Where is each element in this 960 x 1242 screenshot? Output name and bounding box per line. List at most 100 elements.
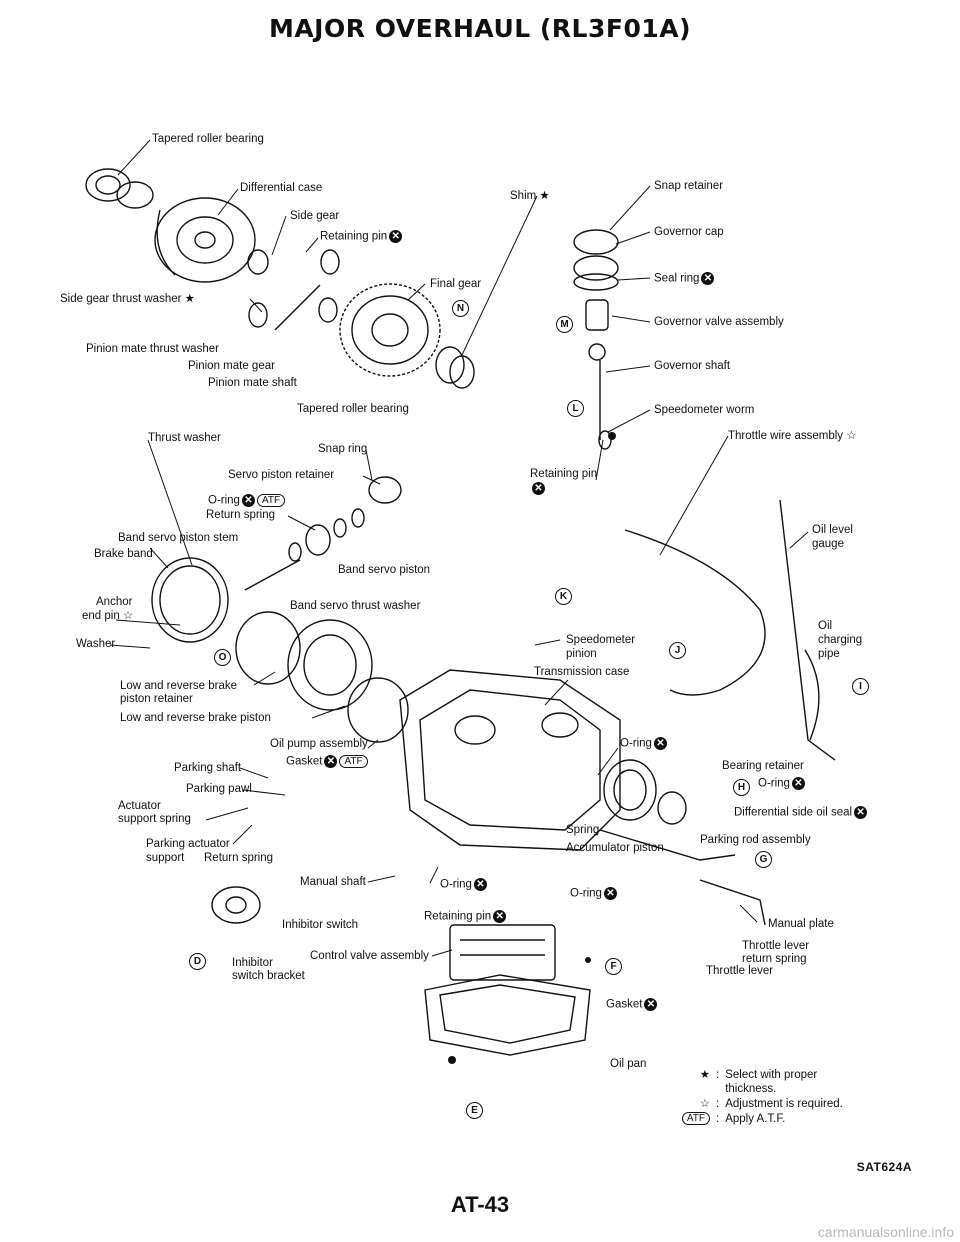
label-actuator-support-spring-1: Actuator <box>118 800 161 812</box>
label-throttle-wire-assembly: Throttle wire assembly ☆ <box>728 430 857 442</box>
label-oil-pan: Oil pan <box>610 1058 647 1070</box>
label-band-servo-thrust-washer: Band servo thrust washer <box>290 600 421 612</box>
label-oil-level-gauge-1: Oil level <box>812 524 853 536</box>
label-differential-case: Differential case <box>240 182 323 194</box>
label-retaining-pin-3: Retaining pin✕ <box>424 910 507 924</box>
servo-drawing <box>244 476 402 591</box>
label-return-spring-1: Return spring <box>206 509 276 521</box>
callout-f: F <box>605 958 622 975</box>
governor-drawing <box>573 229 619 450</box>
bearing-retainer-drawing <box>603 759 687 825</box>
replace-icon: ✕ <box>241 494 255 507</box>
label-brake-band: Brake band <box>94 548 153 560</box>
oil-pump-and-drum-drawing <box>235 611 409 743</box>
label-shim: Shim ★ <box>510 190 550 202</box>
label-speedometer-pinion-1: Speedometer <box>566 634 636 646</box>
label-retaining-pin-1: Retaining pin✕ <box>320 230 403 244</box>
label-accumulator-piston: Accumulator piston <box>566 842 664 854</box>
label-return-spring-2: Return spring <box>204 852 274 864</box>
page-title: MAJOR OVERHAUL (RL3F01A) <box>268 14 692 43</box>
inhibitor-switch-drawing <box>211 886 261 924</box>
pinion-mate-gear-drawing <box>248 302 268 328</box>
figure-id: SAT624A <box>856 1160 912 1174</box>
label-throttle-lever: Throttle lever <box>706 965 774 977</box>
label-differential-side-oil-seal: Differential side oil seal✕ <box>734 806 868 820</box>
callout-o: O <box>214 649 231 666</box>
oil-pan-drawing <box>424 974 591 1056</box>
label-throttle-lever-return-spring-1: Throttle lever <box>742 940 810 952</box>
throttle-wire-drawing <box>624 529 766 696</box>
label-oil-charging-pipe-1: Oil <box>818 620 833 632</box>
callout-m: M <box>556 316 573 333</box>
final-gear-drawing <box>339 283 441 377</box>
label-parking-actuator-support-2: support <box>146 852 185 864</box>
label-speedometer-worm: Speedometer worm <box>654 404 755 416</box>
callout-d: D <box>189 953 206 970</box>
atf-icon: ATF <box>339 755 368 768</box>
replace-icon: ✕ <box>644 998 658 1011</box>
legend: ★ : Select with proper thickness. ☆ : Ad… <box>670 1068 843 1127</box>
label-oil-charging-pipe-2: charging <box>818 634 863 646</box>
label-governor-cap: Governor cap <box>654 226 724 238</box>
label-parking-rod-assembly: Parking rod assembly <box>700 834 811 846</box>
watermark: carmanualsonline.info <box>817 1224 954 1240</box>
manual-plate-drawing <box>699 879 766 926</box>
label-tapered-roller-bearing-2: Tapered roller bearing <box>297 403 409 415</box>
label-anchor-end-pin-1: Anchor <box>96 596 133 608</box>
label-o-ring-3: O-ring✕ <box>758 777 805 791</box>
replace-icon: ✕ <box>493 910 507 923</box>
label-oil-charging-pipe-3: pipe <box>818 648 840 660</box>
replace-icon: ✕ <box>324 755 338 768</box>
brake-band-drawing <box>151 557 229 643</box>
label-anchor-end-pin-2: end pin ☆ <box>82 610 134 622</box>
replace-icon: ✕ <box>854 806 868 819</box>
label-final-gear: Final gear <box>430 278 482 290</box>
label-o-ring-4: O-ring✕ <box>440 878 487 892</box>
legend-row-select: ★ : Select with proper thickness. <box>670 1068 843 1096</box>
label-pinion-mate-gear: Pinion mate gear <box>188 360 275 372</box>
label-o-ring-1: O-ring✕ATF <box>208 494 286 508</box>
replace-icon: ✕ <box>389 230 403 243</box>
page-number: AT-43 <box>450 1192 510 1217</box>
callout-h: H <box>733 779 750 796</box>
replace-icon: ✕ <box>532 482 545 495</box>
callout-g: G <box>755 851 772 868</box>
replace-icon: ✕ <box>791 777 805 790</box>
callout-j: J <box>669 642 686 659</box>
label-low-reverse-brake-retainer-1: Low and reverse brake <box>120 680 237 692</box>
label-manual-plate: Manual plate <box>768 918 834 930</box>
pinion-mate-shaft-drawing <box>274 284 321 331</box>
label-servo-piston-retainer: Servo piston retainer <box>228 469 335 481</box>
oil-charging-pipe-drawing <box>804 649 820 741</box>
label-low-reverse-brake-retainer-2: piston retainer <box>120 693 193 705</box>
bearing-drawing <box>435 346 465 384</box>
transmission-case-drawing <box>399 669 621 851</box>
label-thrust-washer: Thrust washer <box>148 432 221 444</box>
callout-i: I <box>852 678 869 695</box>
label-tapered-roller-bearing: Tapered roller bearing <box>152 133 264 145</box>
label-control-valve-assembly: Control valve assembly <box>310 950 429 962</box>
label-oil-level-gauge-2: gauge <box>812 538 844 550</box>
label-governor-valve-assembly: Governor valve assembly <box>654 316 784 328</box>
label-o-ring-5: O-ring✕ <box>570 887 617 901</box>
label-inhibitor-switch-bracket-2: switch bracket <box>232 970 305 982</box>
atf-icon: ATF <box>256 494 286 507</box>
side-gear-drawing <box>247 249 269 275</box>
oil-level-gauge-drawing <box>779 499 836 761</box>
legend-row-atf: ATF : Apply A.T.F. <box>670 1112 843 1126</box>
label-inhibitor-switch-bracket-1: Inhibitor <box>232 957 273 969</box>
atf-icon: ATF <box>681 1112 710 1126</box>
tapered-roller-bearing-drawing <box>85 168 154 209</box>
legend-key: ☆ <box>699 1098 710 1110</box>
label-retaining-pin-2: Retaining pin <box>530 468 598 480</box>
label-manual-shaft: Manual shaft <box>300 876 366 888</box>
label-snap-ring: Snap ring <box>318 443 368 455</box>
label-parking-pawl: Parking pawl <box>186 783 252 795</box>
legend-text: Apply A.T.F. <box>725 1113 786 1125</box>
replace-icon: ✕ <box>701 272 715 285</box>
callout-e: E <box>466 1102 483 1119</box>
label-transmission-case: Transmission case <box>534 666 630 678</box>
label-oil-pump-assembly: Oil pump assembly <box>270 738 368 750</box>
legend-key: ★ <box>699 1069 710 1081</box>
